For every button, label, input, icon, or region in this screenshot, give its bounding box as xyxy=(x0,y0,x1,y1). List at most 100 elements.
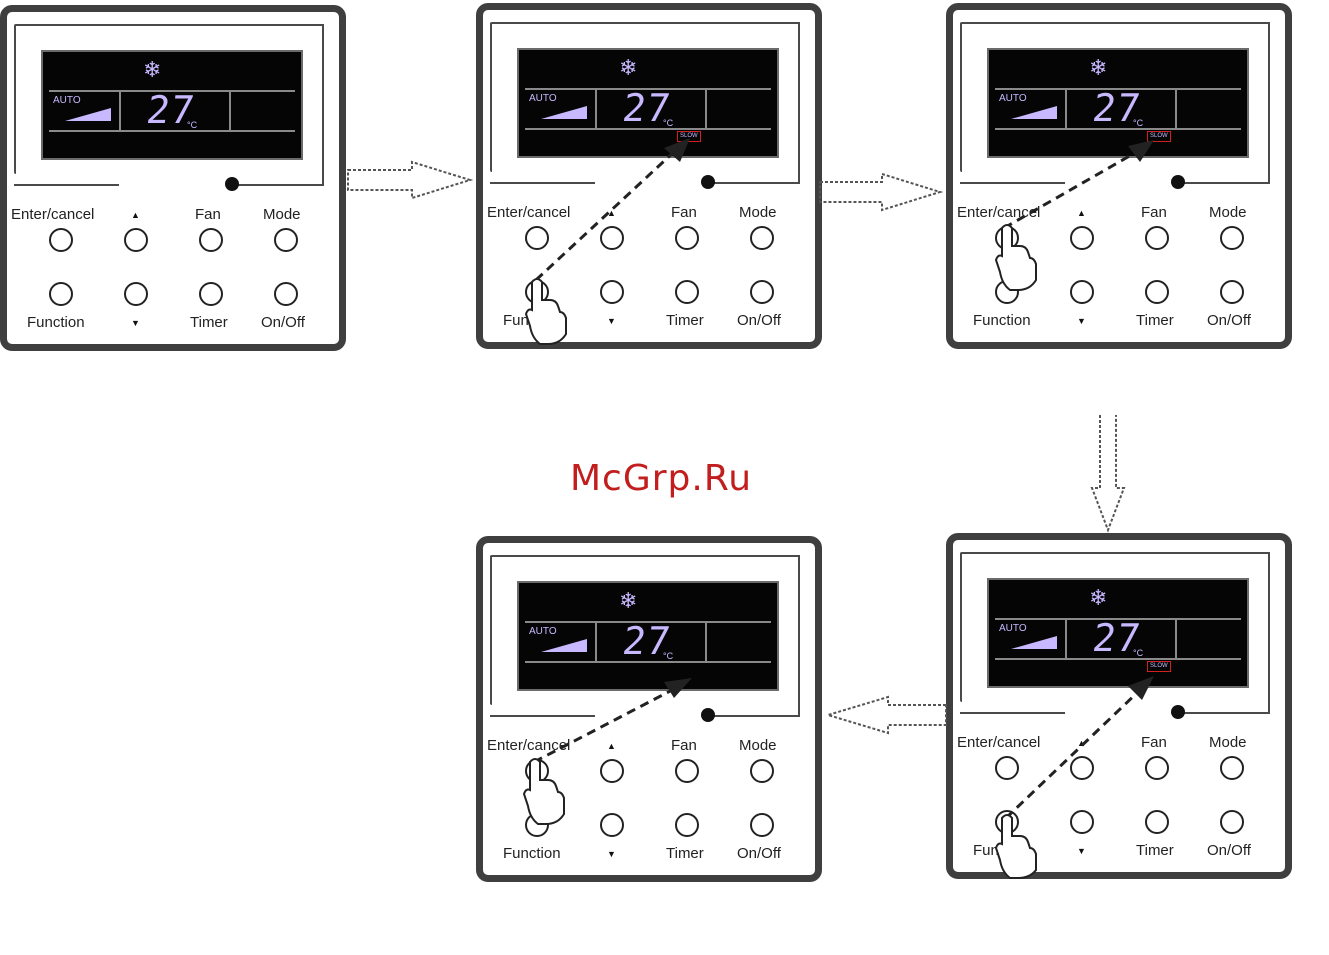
temperature-unit: °C xyxy=(187,120,198,130)
function-label: Function xyxy=(973,312,1031,329)
temperature-unit: °C xyxy=(1133,118,1144,128)
fan-button[interactable] xyxy=(675,226,699,250)
remote-control-panel-step-1: ❄ AUTO 27 °C SLOW Enter/cancel ▲ Fan Mod… xyxy=(0,5,346,351)
snowflake-icon: ❄ xyxy=(619,588,638,613)
remote-control-panel-step-5: ❄ AUTO 27 °C SLOW Enter/cancel ▲ Fan Mod… xyxy=(476,536,822,882)
on-off-label: On/Off xyxy=(737,845,781,862)
function-button[interactable] xyxy=(49,282,73,306)
enter-cancel-button[interactable] xyxy=(525,759,549,783)
fan-speed-icon xyxy=(1011,106,1057,119)
fan-label: Fan xyxy=(671,737,697,754)
lcd-display: ❄ AUTO 27 °C SLOW xyxy=(517,48,779,158)
fan-button[interactable] xyxy=(1145,226,1169,250)
slow-badge: SLOW xyxy=(677,131,701,142)
enter-cancel-button[interactable] xyxy=(995,226,1019,250)
remote-control-panel-step-2: ❄ AUTO 27 °C SLOW Enter/cancel ▲ Fan Mod… xyxy=(476,3,822,349)
down-button[interactable] xyxy=(600,280,624,304)
down-button[interactable] xyxy=(600,813,624,837)
enter-cancel-label: Enter/cancel xyxy=(11,206,95,223)
indicator-dot xyxy=(701,175,715,189)
down-button[interactable] xyxy=(1070,810,1094,834)
timer-label: Timer xyxy=(190,314,228,331)
indicator-dot xyxy=(701,708,715,722)
lcd-divider xyxy=(229,90,231,132)
fan-button[interactable] xyxy=(199,228,223,252)
on-off-button[interactable] xyxy=(1220,810,1244,834)
bezel-line xyxy=(960,712,1065,714)
up-label: ▲ xyxy=(1077,208,1086,218)
down-button[interactable] xyxy=(124,282,148,306)
bezel-line xyxy=(798,22,800,184)
enter-cancel-button[interactable] xyxy=(49,228,73,252)
bezel-line xyxy=(713,182,798,184)
down-button[interactable] xyxy=(1070,280,1094,304)
bezel-line xyxy=(14,184,119,186)
mode-button[interactable] xyxy=(750,226,774,250)
bezel-line xyxy=(322,24,324,186)
function-label: Function xyxy=(503,312,561,329)
fan-speed-icon xyxy=(541,106,587,119)
on-off-button[interactable] xyxy=(750,813,774,837)
indicator-dot xyxy=(1171,705,1185,719)
mode-button[interactable] xyxy=(274,228,298,252)
up-button[interactable] xyxy=(124,228,148,252)
mode-button[interactable] xyxy=(750,759,774,783)
fan-label: Fan xyxy=(195,206,221,223)
lcd-divider xyxy=(705,88,707,130)
snowflake-icon: ❄ xyxy=(143,57,162,82)
indicator-dot xyxy=(1171,175,1185,189)
slow-badge: SLOW xyxy=(1147,131,1171,142)
lcd-divider xyxy=(595,88,597,130)
function-label: Function xyxy=(503,845,561,862)
down-label: ▼ xyxy=(607,316,616,326)
on-off-button[interactable] xyxy=(1220,280,1244,304)
lcd-divider xyxy=(525,621,771,623)
down-label: ▼ xyxy=(1077,846,1086,856)
on-off-button[interactable] xyxy=(750,280,774,304)
lcd-display: ❄ AUTO 27 °C SLOW xyxy=(987,48,1249,158)
up-button[interactable] xyxy=(600,759,624,783)
function-label: Function xyxy=(27,314,85,331)
fan-label: Fan xyxy=(1141,204,1167,221)
up-button[interactable] xyxy=(1070,756,1094,780)
timer-button[interactable] xyxy=(199,282,223,306)
function-label: Function xyxy=(973,842,1031,859)
temperature-unit: °C xyxy=(663,651,674,661)
mode-label: Mode xyxy=(739,204,777,221)
lcd-divider xyxy=(1065,618,1067,660)
enter-cancel-button[interactable] xyxy=(995,756,1019,780)
up-button[interactable] xyxy=(1070,226,1094,250)
flow-arrow-right-2 xyxy=(819,172,944,212)
mode-button[interactable] xyxy=(1220,226,1244,250)
up-label: ▲ xyxy=(607,208,616,218)
bezel-line xyxy=(490,715,595,717)
function-button[interactable] xyxy=(525,280,549,304)
fan-auto-label: AUTO xyxy=(999,93,1027,104)
on-off-label: On/Off xyxy=(1207,842,1251,859)
lcd-divider xyxy=(595,621,597,663)
flow-arrow-right-1 xyxy=(347,160,474,200)
lcd-divider xyxy=(525,661,771,663)
mode-label: Mode xyxy=(1209,204,1247,221)
mode-label: Mode xyxy=(1209,734,1247,751)
up-button[interactable] xyxy=(600,226,624,250)
timer-button[interactable] xyxy=(1145,280,1169,304)
function-button[interactable] xyxy=(995,280,1019,304)
timer-label: Timer xyxy=(666,312,704,329)
lcd-divider xyxy=(995,618,1241,620)
timer-button[interactable] xyxy=(675,280,699,304)
timer-button[interactable] xyxy=(1145,810,1169,834)
enter-cancel-label: Enter/cancel xyxy=(957,204,1041,221)
fan-button[interactable] xyxy=(675,759,699,783)
timer-button[interactable] xyxy=(675,813,699,837)
function-button[interactable] xyxy=(995,810,1019,834)
snowflake-icon: ❄ xyxy=(619,55,638,80)
mode-button[interactable] xyxy=(1220,756,1244,780)
down-label: ▼ xyxy=(1077,316,1086,326)
enter-cancel-button[interactable] xyxy=(525,226,549,250)
fan-auto-label: AUTO xyxy=(529,93,557,104)
on-off-button[interactable] xyxy=(274,282,298,306)
slow-badge: SLOW xyxy=(1147,661,1171,672)
function-button[interactable] xyxy=(525,813,549,837)
fan-button[interactable] xyxy=(1145,756,1169,780)
